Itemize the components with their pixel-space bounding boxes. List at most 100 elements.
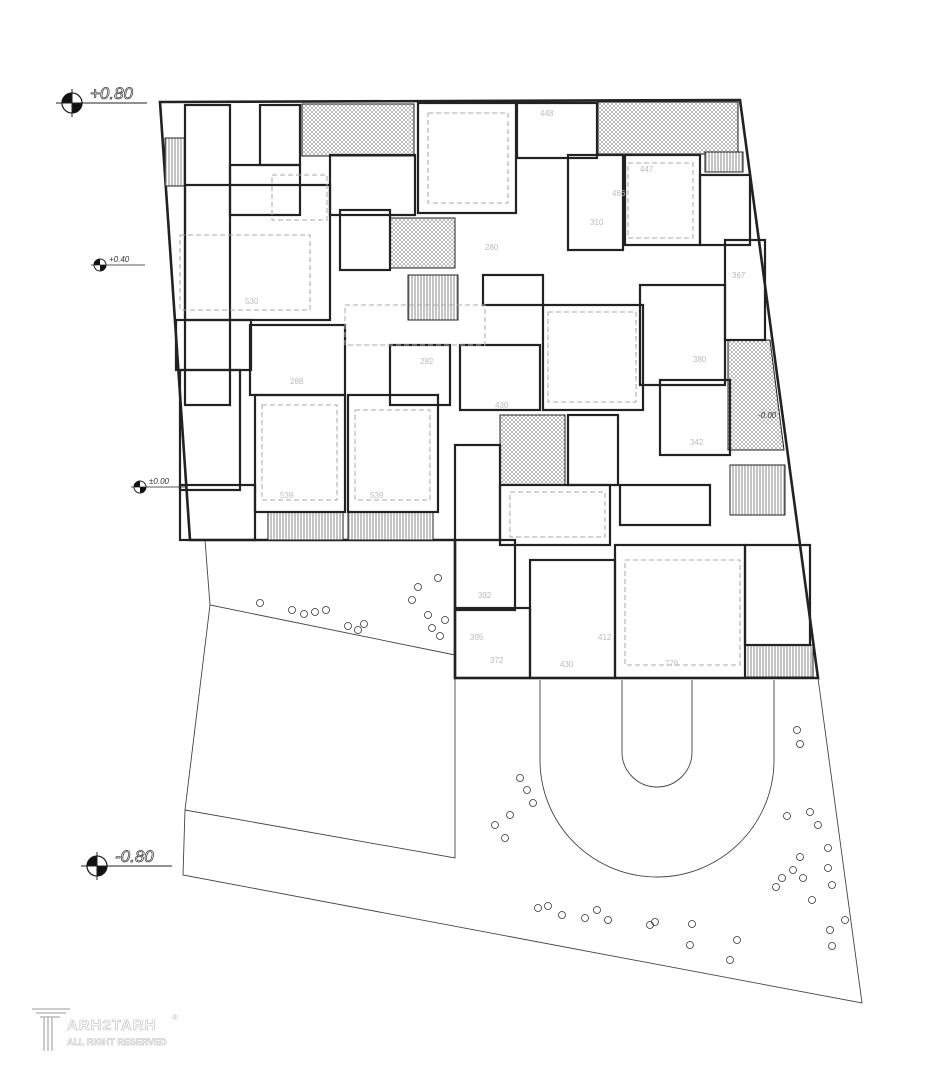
dimension-label: 382 <box>478 591 492 600</box>
tree <box>311 608 319 616</box>
dimension-label: 539 <box>280 491 294 500</box>
dimension-label: 342 <box>690 438 704 447</box>
room-carpet-outline <box>261 404 338 501</box>
room-wall <box>183 183 332 322</box>
room-wall <box>613 543 747 680</box>
tree <box>414 583 422 591</box>
tree <box>441 616 449 624</box>
tree <box>808 896 816 904</box>
logo-name: ARH2TARH <box>67 1017 157 1035</box>
tree <box>506 811 514 819</box>
elevation-label: ±0.00 <box>149 477 170 486</box>
tree <box>354 626 362 634</box>
room-wall <box>638 283 727 387</box>
tree <box>581 914 589 922</box>
tree <box>646 921 654 929</box>
room-wall <box>515 101 599 160</box>
room-carpet-outline <box>547 311 637 403</box>
elevation-marker-zero: ±0.00 <box>131 477 185 494</box>
tree <box>778 874 786 882</box>
site-boundary <box>182 539 863 1004</box>
room-wall <box>743 543 812 647</box>
room-wall <box>453 606 532 680</box>
tree <box>828 881 836 889</box>
room-carpet-outline <box>509 491 606 538</box>
tree <box>322 606 330 614</box>
tree <box>491 821 499 829</box>
elevation-marker-bottom: -0.80 <box>81 847 172 880</box>
tree <box>796 853 804 861</box>
logo-column-icon <box>32 1008 70 1051</box>
tree <box>824 844 832 852</box>
tree <box>826 926 834 934</box>
terrace-elevation-label: -0.00 <box>758 411 777 420</box>
tree <box>434 574 442 582</box>
room-wall <box>566 413 620 487</box>
room-wall <box>174 318 253 372</box>
tree <box>783 812 791 820</box>
tree <box>593 906 601 914</box>
tree <box>436 632 444 640</box>
room-carpet-outline <box>354 409 431 501</box>
tree <box>523 786 531 794</box>
tree <box>688 920 696 928</box>
logo: ARH2TARH ALL RIGHT RESERVED ® <box>30 1005 190 1055</box>
dimension-label: 448 <box>540 109 554 118</box>
room-outlines <box>179 112 741 666</box>
tree <box>256 599 264 607</box>
room-wall <box>178 368 242 492</box>
trees <box>256 574 849 964</box>
tree <box>733 936 741 944</box>
elevation-marker-mid: +0.40 <box>91 255 145 272</box>
elevation-label: +0.80 <box>90 84 134 103</box>
tree <box>841 916 849 924</box>
tree <box>558 911 566 919</box>
room-wall <box>658 378 732 457</box>
tree <box>789 866 797 874</box>
dimension-label: 372 <box>490 656 504 665</box>
room-wall <box>183 103 232 407</box>
room-wall <box>228 163 302 217</box>
tree <box>814 821 822 829</box>
dimension-label: 282 <box>420 357 434 366</box>
balconies <box>164 137 814 678</box>
room-wall <box>623 153 702 247</box>
dimension-label: 380 <box>693 355 707 364</box>
room-carpet-outline <box>627 162 694 239</box>
tree <box>686 941 694 949</box>
tree <box>516 774 524 782</box>
dimension-label: 430 <box>560 660 574 669</box>
tree <box>544 902 552 910</box>
room-wall <box>416 101 518 215</box>
tree <box>344 622 352 630</box>
tree <box>360 620 368 628</box>
room-carpet-outline <box>271 174 328 221</box>
room-wall <box>458 343 542 412</box>
elevation-label: -0.80 <box>115 847 154 866</box>
room-wall <box>258 103 302 167</box>
dimension-label: 395 <box>470 633 484 642</box>
tree <box>651 918 659 926</box>
room-wall <box>453 443 502 542</box>
room-carpet-outline <box>427 112 509 204</box>
room-wall <box>346 393 440 514</box>
tree <box>501 834 509 842</box>
tree <box>828 942 836 950</box>
terraces <box>301 101 785 486</box>
room-wall <box>541 303 645 412</box>
elevation-label: +0.40 <box>109 255 130 264</box>
dimension-label: 430 <box>495 401 509 410</box>
dimension-label: 466 <box>612 189 626 198</box>
circular-driveway <box>539 680 775 878</box>
dimension-label: 447 <box>640 165 654 174</box>
tree <box>604 916 612 924</box>
tree <box>428 624 436 632</box>
tree <box>799 874 807 882</box>
room-wall <box>698 173 752 247</box>
room-carpet-outline <box>179 234 311 311</box>
room-wall <box>453 538 517 612</box>
dimension-label: 310 <box>590 218 604 227</box>
tree <box>793 726 801 734</box>
stairs <box>407 274 786 516</box>
